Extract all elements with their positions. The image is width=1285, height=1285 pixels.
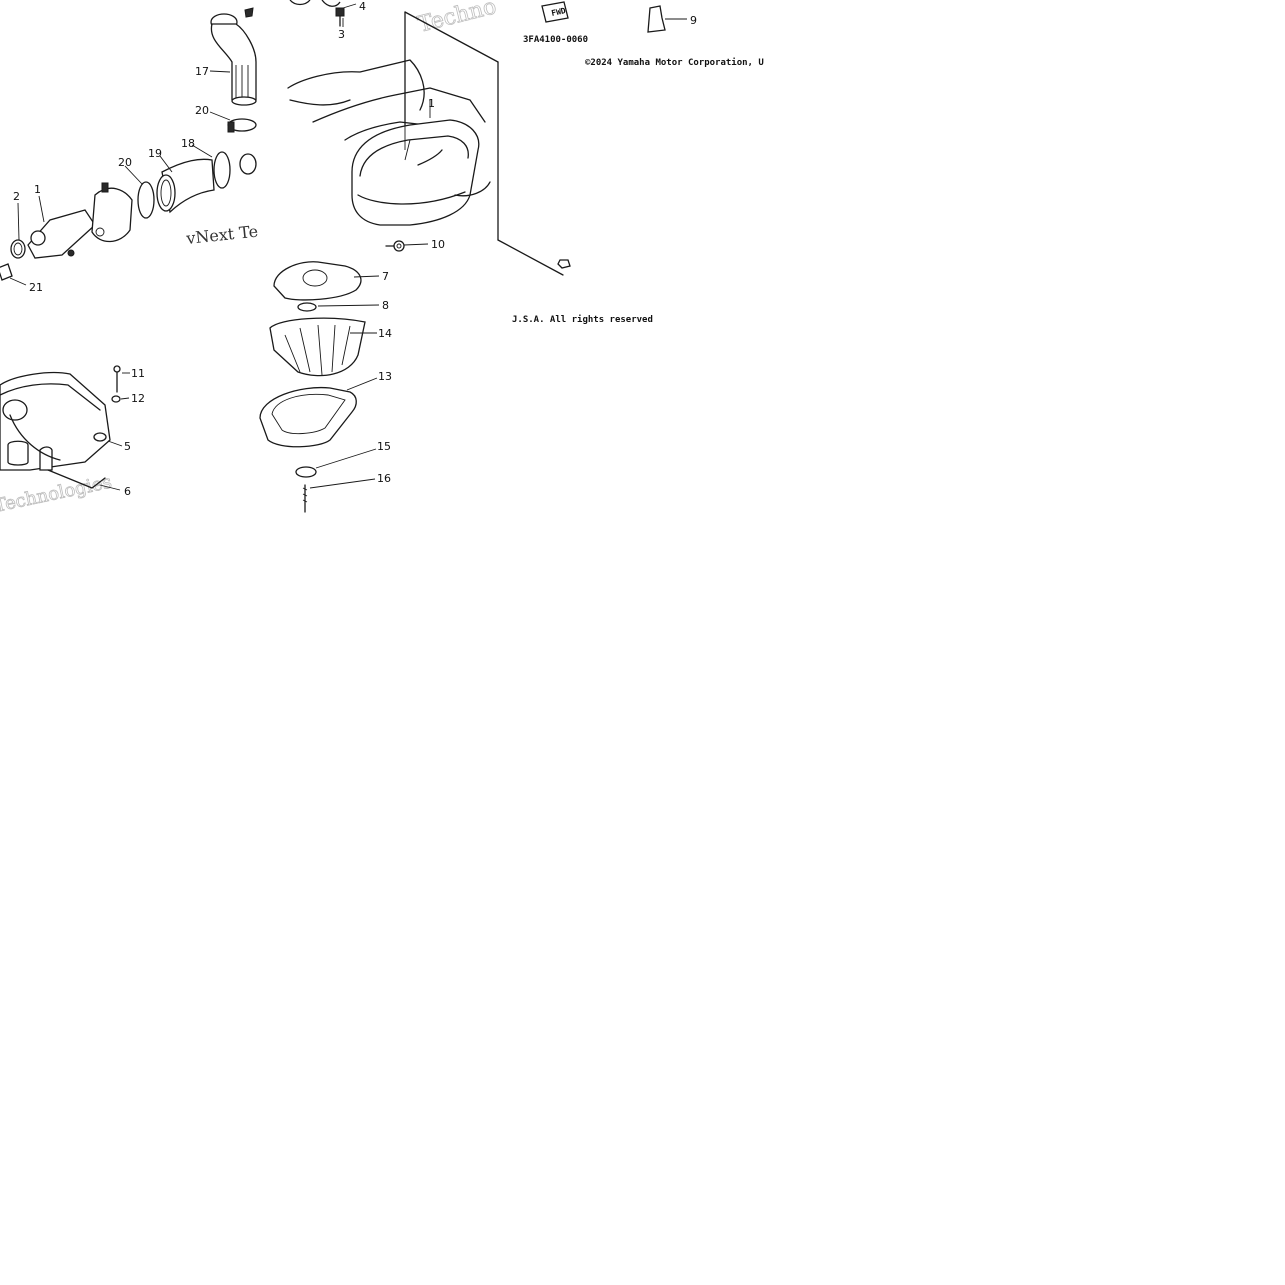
- callout-5: 5: [124, 440, 131, 453]
- copyright-text: ©2024 Yamaha Motor Corporation, U: [585, 57, 764, 68]
- callout-1-airbox: 1: [428, 97, 435, 110]
- callout-15: 15: [377, 440, 391, 453]
- callout-8: 8: [382, 299, 389, 312]
- callout-9: 9: [690, 14, 697, 27]
- callout-4: 4: [359, 0, 366, 13]
- small-fasteners: [289, 0, 666, 33]
- callout-11: 11: [131, 367, 145, 380]
- callout-17: 17: [195, 65, 209, 78]
- air-filter-case: [0, 365, 121, 489]
- intake-duct: [210, 7, 257, 106]
- callout-19: 19: [148, 147, 162, 160]
- filter-element-stack: [259, 261, 366, 513]
- callout-13: 13: [378, 370, 392, 383]
- callout-3: 3: [338, 28, 345, 41]
- air-box-assembly: [287, 11, 571, 276]
- callout-21: 21: [29, 281, 43, 294]
- callout-18: 18: [181, 137, 195, 150]
- watermark-text: Techno: [415, 0, 499, 38]
- callout-6: 6: [124, 485, 131, 498]
- callout-10: 10: [431, 238, 445, 251]
- fwd-arrow-icon: [541, 1, 569, 23]
- part-code: 3FA4100-0060: [523, 35, 588, 45]
- carburetor-joint: [137, 151, 257, 219]
- callout-16: 16: [377, 472, 391, 485]
- watermark-text: vNext Te: [184, 222, 259, 249]
- fwd-label: FWD: [551, 6, 567, 18]
- callout-2: 2: [13, 190, 20, 203]
- rights-text: J.S.A. All rights reserved: [512, 314, 653, 325]
- callout-1: 1: [34, 183, 41, 196]
- callout-20-top: 20: [195, 104, 209, 117]
- callout-7: 7: [382, 270, 389, 283]
- callout-12: 12: [131, 392, 145, 405]
- carburetor-body: [0, 182, 133, 281]
- callout-14: 14: [378, 327, 392, 340]
- watermark-text: Technologies: [0, 472, 114, 517]
- callout-leaders: [9, 3, 687, 491]
- callout-20-left: 20: [118, 156, 132, 169]
